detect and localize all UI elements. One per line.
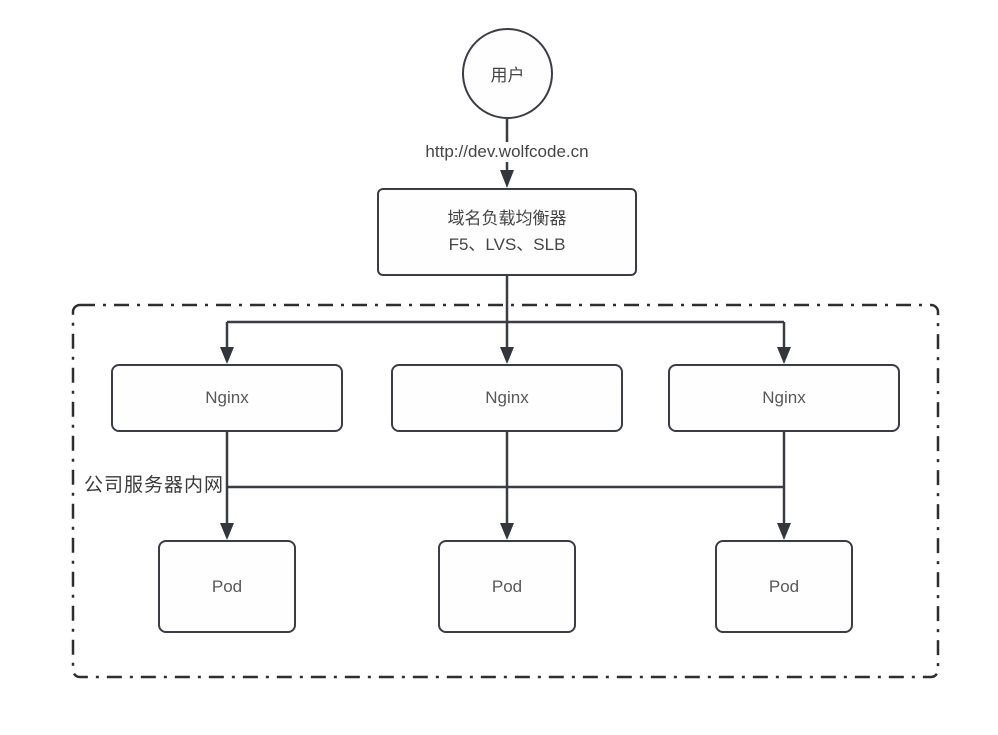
intranet-label: 公司服务器内网 — [84, 475, 225, 496]
nginx-node-3: Nginx — [668, 364, 900, 432]
arrowhead-into-pod-1 — [220, 523, 234, 540]
arrowhead-into-nginx-2 — [500, 347, 514, 364]
arrowhead-into-nginx-1 — [220, 347, 234, 364]
nginx-node-2: Nginx — [391, 364, 623, 432]
nginx-node-1: Nginx — [111, 364, 343, 432]
nginx-node-1-label: Nginx — [205, 388, 249, 407]
request-url-label: http://dev.wolfcode.cn — [420, 142, 594, 162]
pod-node-2-label: Pod — [491, 576, 523, 596]
nginx-node-3-label: Nginx — [762, 388, 806, 407]
pod-node-1-label: Pod — [211, 576, 243, 596]
pod-node-3: Pod — [715, 540, 853, 633]
arrowhead-into-nginx-3 — [777, 347, 791, 364]
user-node: 用户 — [462, 28, 553, 119]
load-balancer-title: 域名负载均衡器 — [447, 209, 567, 228]
intranet-boundary-box — [71, 303, 940, 679]
arrowhead-into-pod-2 — [500, 523, 514, 540]
arrowhead-into-pod-3 — [777, 523, 791, 540]
nginx-node-2-label: Nginx — [485, 388, 529, 407]
arrowhead-into-lb — [500, 170, 514, 188]
pod-node-3-label: Pod — [768, 576, 800, 596]
pod-node-2: Pod — [438, 540, 576, 633]
load-balancer-node: 域名负载均衡器 F5、LVS、SLB — [377, 188, 637, 276]
user-node-label: 用户 — [490, 66, 525, 85]
pod-node-1: Pod — [158, 540, 296, 633]
load-balancer-subtitle: F5、LVS、SLB — [448, 235, 566, 254]
